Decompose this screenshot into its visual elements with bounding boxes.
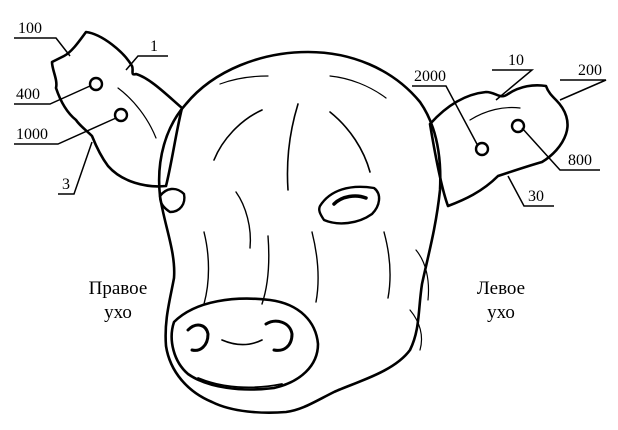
label-3: 3 xyxy=(62,176,70,193)
label-1: 1 xyxy=(150,38,158,55)
label-200: 200 xyxy=(578,62,602,79)
hole-800 xyxy=(512,120,524,132)
right-ear-label-line1: Правое xyxy=(89,278,148,299)
ear-holes xyxy=(90,78,524,155)
cow-head-drawing xyxy=(52,32,568,413)
left-eye xyxy=(319,187,379,224)
label-100: 100 xyxy=(18,20,42,37)
label-2000: 2000 xyxy=(414,68,446,85)
mark-labels: 100 1 400 1000 3 2000 10 200 800 30 xyxy=(16,20,602,205)
hole-400 xyxy=(90,78,102,90)
left-ear-label-line1: Левое xyxy=(477,278,525,299)
label-10: 10 xyxy=(508,52,524,69)
label-800: 800 xyxy=(568,152,592,169)
label-1000: 1000 xyxy=(16,126,48,143)
left-ear-label-line2: ухо xyxy=(487,302,515,323)
hole-1000 xyxy=(115,109,127,121)
right-ear-label-line2: ухо xyxy=(104,302,132,323)
left-ear-shape xyxy=(430,85,568,206)
head-outline xyxy=(159,52,440,413)
nostril-left xyxy=(266,321,292,350)
right-eye xyxy=(160,189,184,212)
label-400: 400 xyxy=(16,86,40,103)
label-30: 30 xyxy=(528,188,544,205)
nostril-right xyxy=(188,325,208,350)
